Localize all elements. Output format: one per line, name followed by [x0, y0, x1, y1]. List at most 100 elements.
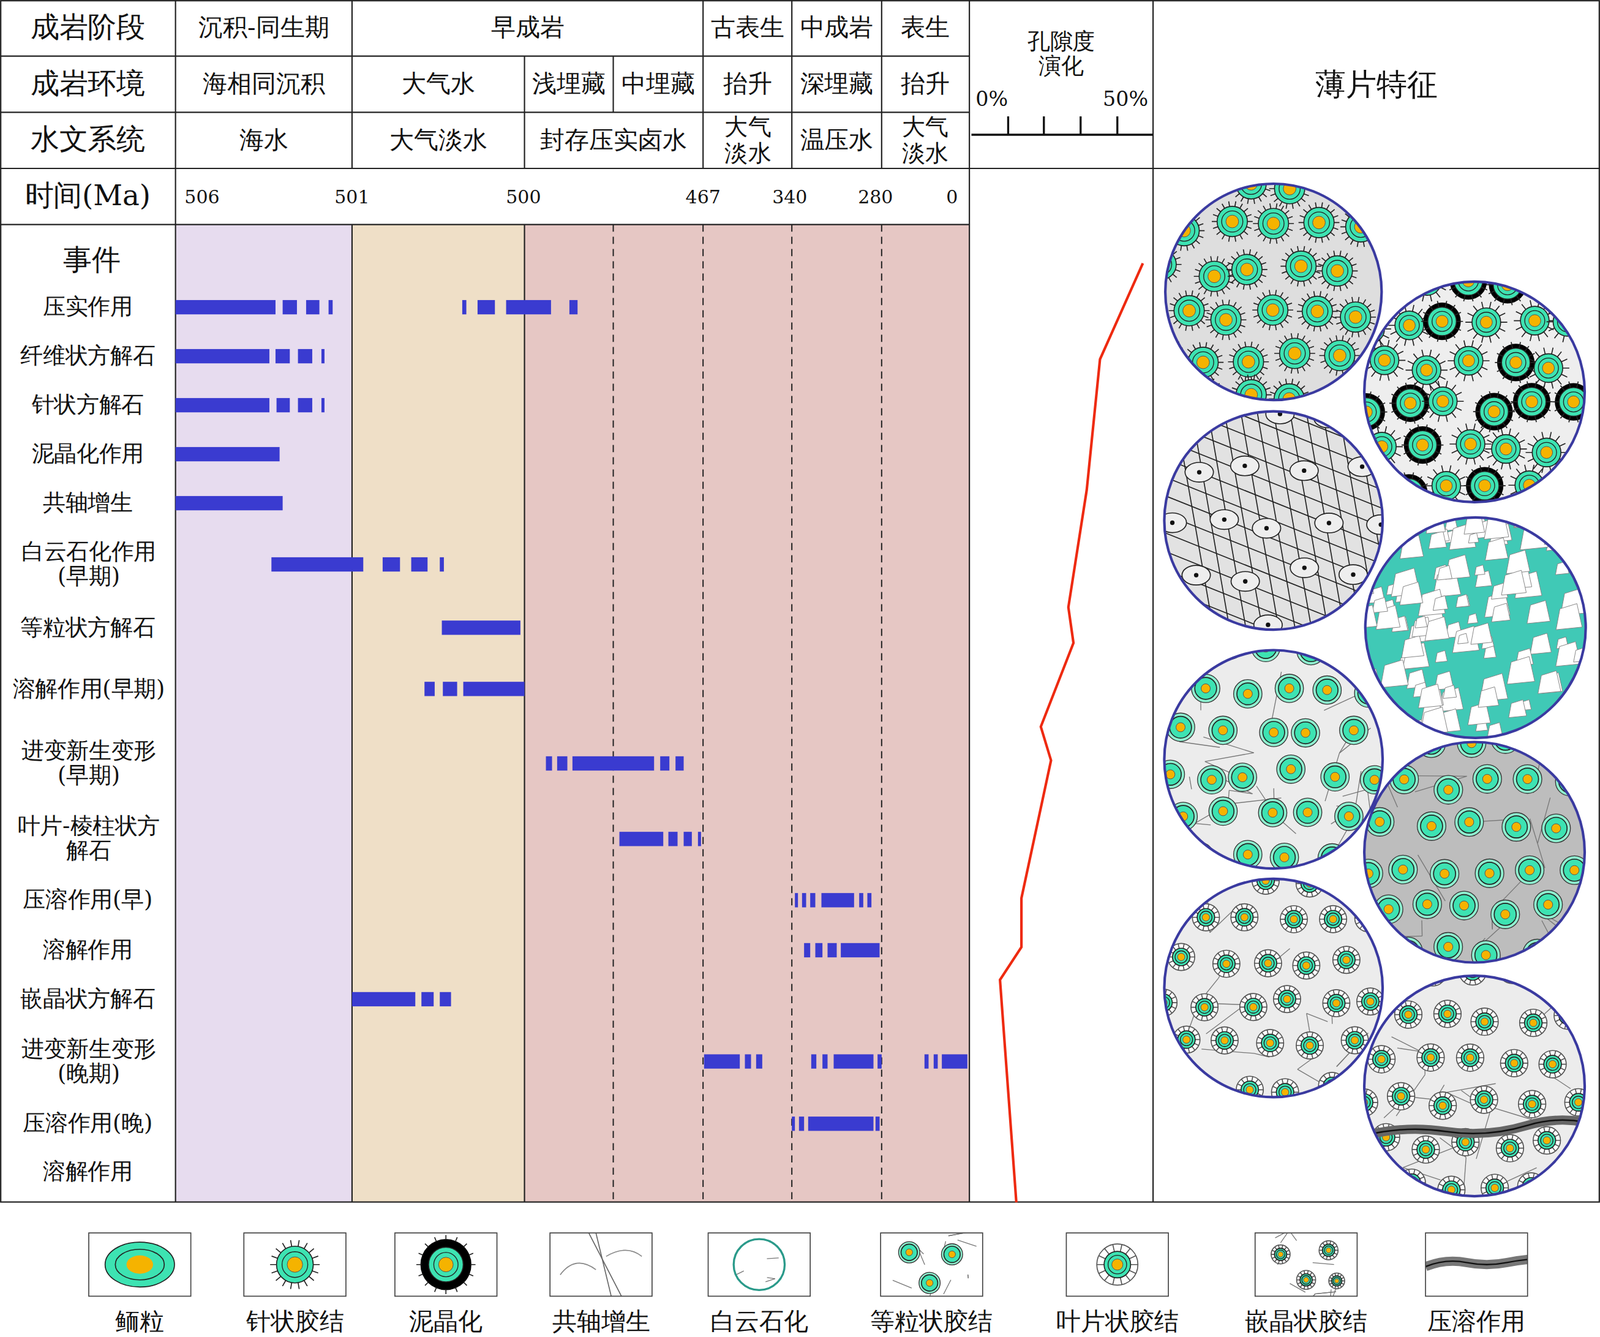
drawn-stroke — [1454, 312, 1462, 316]
drawn-stroke — [1369, 279, 1377, 281]
drawn-stroke — [1156, 905, 1158, 910]
drawn-stroke — [1359, 464, 1365, 469]
drawn-stroke — [1516, 469, 1521, 474]
drawn-stroke — [1227, 361, 1234, 363]
table-grid — [0, 0, 1600, 1202]
drawn-stroke — [1168, 409, 1174, 414]
drawn-stroke — [1508, 699, 1527, 718]
drawn-stroke — [1228, 299, 1230, 305]
drawn-stroke — [1255, 957, 1261, 959]
drawn-stroke — [1164, 244, 1166, 250]
drawn-stroke — [1341, 219, 1347, 222]
drawn-stroke — [1303, 807, 1313, 817]
drawn-stroke — [1200, 376, 1202, 383]
drawn-stroke — [1520, 521, 1549, 550]
drawn-stroke — [1576, 469, 1578, 476]
event-bar — [822, 1053, 828, 1068]
drawn-stroke — [1543, 347, 1545, 355]
drawn-stroke — [1184, 462, 1214, 482]
drawn-stroke — [1292, 168, 1294, 174]
drawn-stroke — [1324, 910, 1343, 929]
drawn-stroke — [1164, 858, 1174, 868]
drawn-stroke — [1235, 201, 1237, 207]
drawn-stroke — [1513, 407, 1520, 411]
drawn-stroke — [1412, 266, 1442, 296]
drawn-stroke — [1183, 394, 1188, 397]
drawn-stroke — [1336, 633, 1365, 662]
drawn-stroke — [1281, 912, 1286, 915]
drawn-stroke — [1491, 434, 1521, 464]
drawn-stroke — [1540, 412, 1545, 418]
drawn-stroke — [1269, 727, 1279, 737]
drawn-stroke — [1516, 326, 1523, 331]
drawn-stroke — [1210, 329, 1215, 334]
drawn-stroke — [1377, 290, 1383, 296]
drawn-stroke — [1365, 308, 1367, 316]
drawn-stroke — [1308, 248, 1311, 253]
drawn-stroke — [1574, 533, 1594, 553]
drawn-stroke — [1344, 306, 1367, 328]
drawn-stroke — [1369, 391, 1371, 399]
drawn-stroke — [1290, 279, 1294, 284]
drawn-stroke — [1192, 375, 1196, 380]
drawn-stroke — [1438, 380, 1440, 388]
drawn-stroke — [1387, 374, 1389, 381]
drawn-stroke — [1197, 765, 1226, 794]
drawn-stroke — [1383, 904, 1394, 914]
drawn-stroke — [1456, 593, 1469, 607]
drawn-stroke — [1166, 922, 1171, 924]
drawn-stroke — [1285, 203, 1288, 209]
drawn-stroke — [1568, 415, 1570, 423]
drawn-stroke — [1503, 394, 1508, 400]
drawn-stroke — [1211, 867, 1215, 871]
drawn-stroke — [1217, 355, 1223, 357]
drawn-stroke — [1247, 221, 1253, 223]
drawn-stroke — [1416, 270, 1438, 291]
drawn-stroke — [1386, 293, 1388, 301]
drawn-stroke — [1164, 439, 1383, 528]
drawn-stroke — [1167, 164, 1169, 170]
drawn-stroke — [1474, 564, 1485, 575]
drawn-stroke — [1425, 484, 1433, 487]
drawn-stroke — [1576, 503, 1578, 511]
drawn-stroke — [1275, 325, 1277, 331]
drawn-stroke — [1455, 264, 1460, 270]
drawn-stroke — [1356, 912, 1361, 915]
drawn-stroke — [1497, 491, 1504, 495]
drawn-stroke — [1296, 801, 1319, 824]
drawn-stroke — [1413, 416, 1415, 424]
drawn-stroke — [1186, 210, 1188, 217]
drawn-stroke — [1265, 189, 1270, 192]
drawn-stroke — [1329, 338, 1332, 343]
drawn-stroke — [1315, 890, 1319, 894]
drawn-stroke — [1430, 260, 1432, 267]
drawn-stroke — [1353, 175, 1359, 178]
drawn-stroke — [1358, 296, 1360, 303]
drawn-stroke — [1180, 892, 1182, 898]
drawn-stroke — [1551, 347, 1553, 355]
event-bar — [859, 892, 864, 907]
drawn-stroke — [1261, 299, 1284, 321]
drawn-stroke — [1455, 469, 1460, 474]
drawn-stroke — [1221, 210, 1244, 233]
drawn-stroke — [1160, 905, 1163, 910]
drawn-stroke — [1416, 439, 1429, 452]
drawn-stroke — [1184, 173, 1190, 176]
drawn-stroke — [1164, 411, 1383, 631]
drawn-stroke — [1421, 349, 1424, 357]
drawn-stroke — [1240, 263, 1254, 277]
drawn-stroke — [1161, 164, 1163, 170]
drawn-stroke — [1166, 912, 1171, 915]
drawn-stroke — [1188, 845, 1211, 868]
drawn-stroke — [1554, 480, 1561, 484]
drawn-stroke — [1435, 435, 1442, 440]
stage-divider — [613, 224, 882, 1202]
drawn-stroke — [1262, 867, 1264, 872]
drawn-stroke — [1290, 248, 1294, 253]
drawn-stroke — [1418, 458, 1420, 466]
drawn-stroke — [1440, 369, 1448, 372]
drawn-stroke — [1351, 276, 1357, 278]
drawn-stroke — [1253, 874, 1258, 877]
drawn-stroke — [1279, 340, 1284, 345]
drawn-stroke — [1243, 688, 1253, 699]
